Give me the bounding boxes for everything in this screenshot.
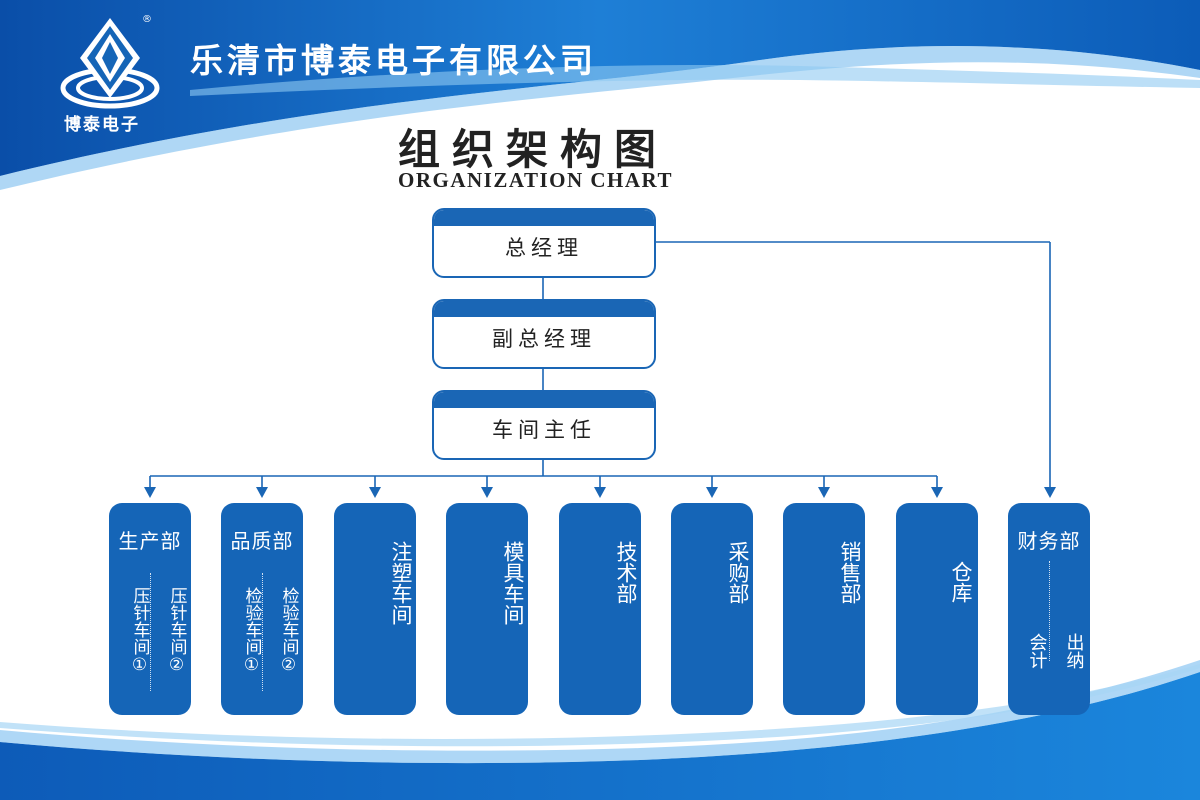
chart-subtitle: ORGANIZATION CHART [398, 168, 673, 192]
node-label: 副总经理 [492, 327, 596, 351]
dept-name: 模具车间 [501, 541, 525, 625]
node-deputy-general-manager: 副总经理 [432, 299, 656, 369]
arrow-head [144, 487, 156, 498]
logo-text: 博泰电子 [64, 115, 140, 135]
dept-technical: 技术部 [559, 503, 641, 715]
company-name: 乐清市博泰电子有限公司 [190, 41, 597, 80]
company-logo [60, 18, 160, 109]
dept-purchasing: 采购部 [671, 503, 753, 715]
arrow-head [481, 487, 493, 498]
dept-name: 财务部 [1017, 529, 1081, 553]
registered-mark: ® [142, 14, 152, 25]
sub-unit: 出纳 [1063, 633, 1085, 669]
dept-finance: 财务部 会计 出纳 [1008, 503, 1090, 715]
dept-mold-workshop: 模具车间 [446, 503, 528, 715]
chart-title: 组织架构图 [398, 125, 669, 174]
sub-unit: 检验车间② [278, 587, 299, 675]
dept-name: 注塑车间 [389, 541, 413, 625]
dept-name: 仓库 [949, 561, 973, 603]
dept-warehouse: 仓库 [896, 503, 978, 715]
connector-lines [150, 241, 1051, 492]
sub-unit: 压针车间② [166, 587, 187, 675]
dept-name: 生产部 [118, 529, 182, 553]
node-workshop-director: 车间主任 [432, 390, 656, 460]
arrow-head [256, 487, 268, 498]
dept-name: 采购部 [726, 541, 750, 604]
dept-quality: 品质部 检验车间① 检验车间② [221, 503, 303, 715]
dept-name: 技术部 [614, 541, 638, 604]
dept-sales: 销售部 [783, 503, 865, 715]
node-label: 车间主任 [492, 418, 596, 442]
sub-unit: 压针车间① [129, 587, 150, 675]
arrow-head [931, 487, 943, 498]
node-general-manager: 总经理 [432, 208, 656, 278]
arrow-head [706, 487, 718, 498]
arrow-head [818, 487, 830, 498]
dept-name: 品质部 [230, 529, 294, 553]
arrow-head [594, 487, 606, 498]
dept-injection-workshop: 注塑车间 [334, 503, 416, 715]
sub-unit: 检验车间① [241, 587, 262, 675]
dept-name: 销售部 [838, 541, 862, 604]
dept-production: 生产部 压针车间① 压针车间② [109, 503, 191, 715]
arrow-head [369, 487, 381, 498]
sub-unit: 会计 [1026, 633, 1048, 669]
node-label: 总经理 [505, 236, 583, 260]
